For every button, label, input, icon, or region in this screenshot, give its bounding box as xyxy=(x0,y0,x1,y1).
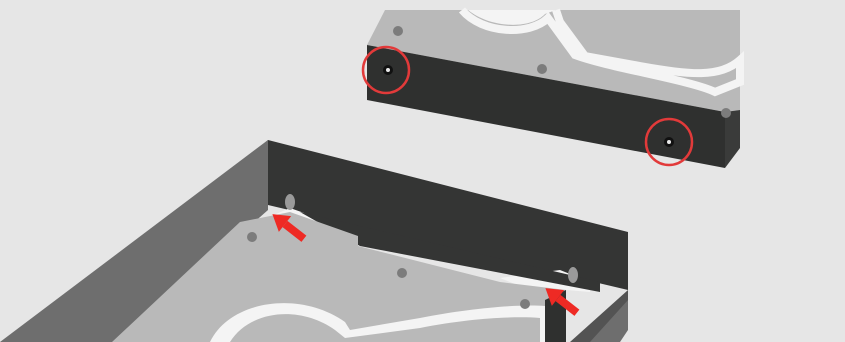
alignment-pin xyxy=(285,194,295,210)
mounting-hole-center xyxy=(386,68,390,72)
screw-dot xyxy=(537,64,547,74)
screw-dot xyxy=(247,232,257,242)
hard-drive-upper xyxy=(363,10,740,168)
screw-dot xyxy=(393,26,403,36)
screw-dot xyxy=(520,299,530,309)
screw-dot xyxy=(397,268,407,278)
mounting-hole-center xyxy=(667,140,671,144)
drive-end-side xyxy=(725,110,740,168)
alignment-pin xyxy=(568,267,578,283)
screw-dot xyxy=(721,108,731,118)
